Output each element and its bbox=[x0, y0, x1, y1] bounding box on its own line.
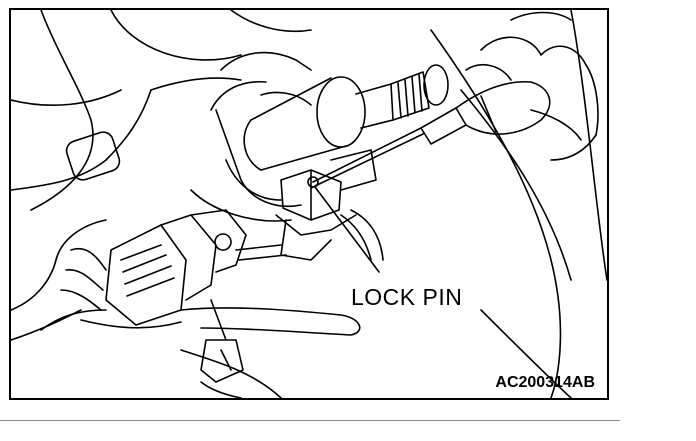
screwdriver bbox=[310, 80, 551, 189]
steering-column-lock-pin-illustration bbox=[11, 10, 607, 398]
callout-leader-line bbox=[314, 186, 380, 273]
harness-lines bbox=[235, 209, 384, 261]
lock-pin-label: LOCK PIN bbox=[349, 284, 465, 311]
figure-code: AC200314AB bbox=[495, 374, 595, 391]
steering-column-housing bbox=[190, 51, 312, 222]
connector-harness bbox=[40, 209, 247, 331]
panel-slot bbox=[65, 131, 121, 181]
column-cover-outline bbox=[11, 10, 312, 341]
lock-cylinder bbox=[243, 64, 449, 171]
wire-clip bbox=[180, 299, 361, 398]
side-panel-outline bbox=[430, 10, 607, 398]
lock-pin-bracket bbox=[275, 149, 377, 261]
hand bbox=[465, 11, 599, 161]
bottom-divider bbox=[0, 420, 620, 421]
illustration-frame: LOCK PIN AC200314AB bbox=[9, 8, 609, 400]
